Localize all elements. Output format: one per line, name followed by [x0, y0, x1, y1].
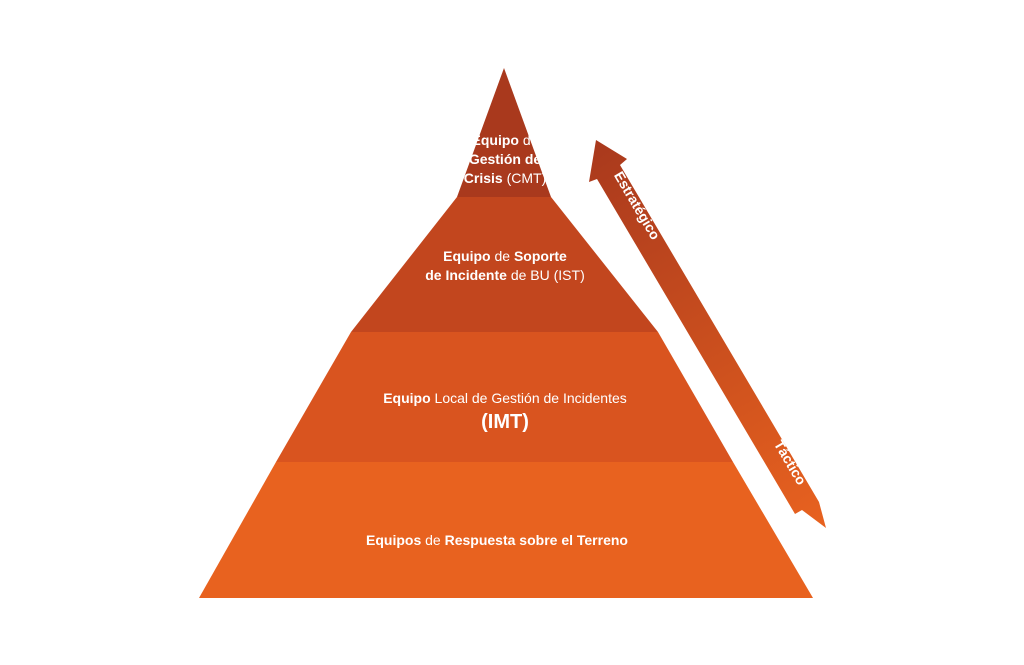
tier-label-run: Soporte [514, 248, 567, 264]
tier-label-run: de [519, 132, 539, 148]
strategic-tactical-arrow: Estratégico Táctico [589, 140, 826, 528]
pyramid [199, 68, 813, 598]
tier-label-run: Equipo [443, 248, 490, 264]
tier-label-run: Crisis [464, 170, 503, 186]
tier-label-run: Respuesta sobre el Terreno [445, 532, 628, 548]
tier-label-run: Gestión de [469, 151, 542, 167]
tier-label-imt: Equipo Local de Gestión de Incidentes [383, 390, 627, 406]
tier-label-field: Equipos de Respuesta sobre el Terreno [366, 532, 628, 548]
double-arrow-icon [589, 140, 826, 528]
tier-label-run: Local de Gestión de Incidentes [431, 390, 627, 406]
tier-crisis-management-team [457, 68, 551, 197]
tier-incident-management-team [276, 332, 733, 462]
tier-label-run: de [421, 532, 444, 548]
tier-field-response-teams [199, 462, 813, 598]
tier-label-ist: Equipo de Soporte de Incidente de BU (IST… [425, 248, 584, 283]
tier-label-run: Equipos [366, 532, 421, 548]
tier-label-run: de Incidente [425, 267, 507, 283]
tier-label-run: de BU (IST) [507, 267, 585, 283]
tier-label-run: Equipo [383, 390, 430, 406]
tier-label-run: de [491, 248, 514, 264]
tier-label-run: (CMT) [503, 170, 547, 186]
tier-label-imt-acronym: (IMT) [481, 411, 529, 433]
tier-label-run: Equipo [472, 132, 519, 148]
tier-incident-support-team [351, 197, 658, 332]
